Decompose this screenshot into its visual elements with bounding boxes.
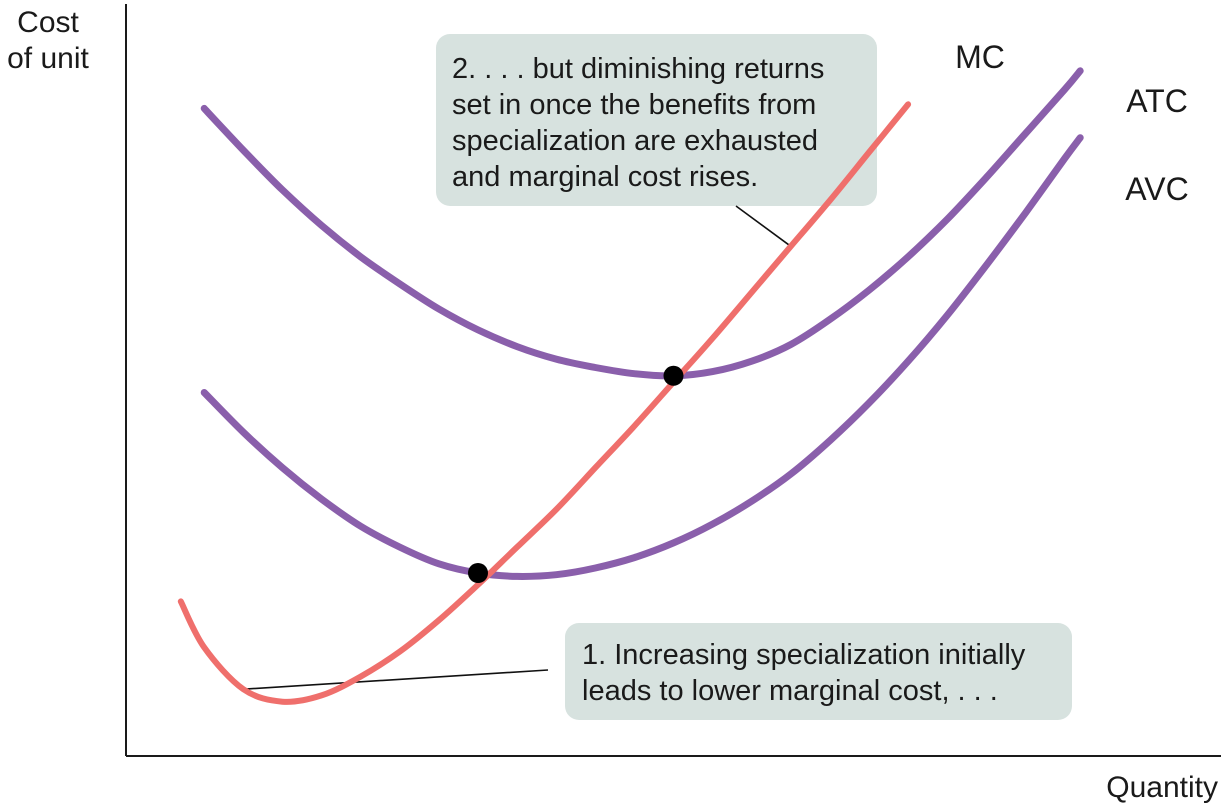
avc-label: AVC <box>1125 171 1188 207</box>
annotation-line: specialization are exhausted <box>452 125 818 157</box>
y-axis-title-line-1: Cost <box>17 6 79 39</box>
avc-curve <box>200 134 1084 580</box>
avc-minimum-point <box>468 563 488 583</box>
annotation-diminishing-returns: 2. . . . but diminishing returns set in … <box>436 34 877 206</box>
annotation-line: set in once the benefits from <box>452 89 816 121</box>
annotation-box <box>565 623 1072 720</box>
annotation-box <box>436 34 877 206</box>
annotation-line: 2. . . . but diminishing returns <box>452 53 824 85</box>
leader-line-diminishing-returns <box>735 205 792 247</box>
annotation-line: 1. Increasing specialization initially <box>582 639 1026 671</box>
mc-label: MC <box>955 39 1005 75</box>
annotation-line: and marginal cost rises. <box>452 161 758 193</box>
leader-line-increasing-specialization <box>243 669 549 690</box>
x-axis-title: Quantity <box>1106 771 1218 804</box>
atc-minimum-point <box>663 365 684 386</box>
annotation-line: leads to lower marginal cost, . . . <box>582 675 998 707</box>
atc-label: ATC <box>1126 83 1188 119</box>
mc-curve <box>177 101 912 705</box>
atc-curve <box>200 67 1084 380</box>
annotation-increasing-specialization: 1. Increasing specialization initially l… <box>565 623 1072 720</box>
y-axis-title-line-2: of unit <box>7 42 89 75</box>
